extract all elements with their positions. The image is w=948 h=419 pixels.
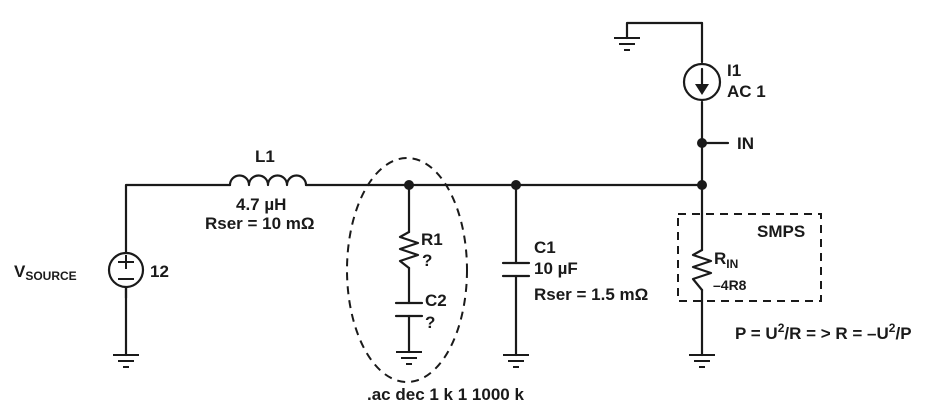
smps-box <box>677 213 822 302</box>
i1-value: AC 1 <box>727 82 766 101</box>
ground-symbol <box>689 354 715 368</box>
rin-label: RIN <box>714 249 738 271</box>
c1-value: 10 µF <box>534 259 578 278</box>
junction-dot <box>511 180 521 190</box>
ground-symbol <box>614 37 640 51</box>
inductor-value: 4.7 µH <box>236 195 286 214</box>
ground-symbol <box>503 354 529 368</box>
resistor-r1 <box>398 230 420 270</box>
capacitor-c2 <box>394 301 424 318</box>
i1-name: I1 <box>727 61 741 80</box>
smps-title: SMPS <box>757 222 805 241</box>
junction-dot <box>404 180 414 190</box>
current-source <box>682 62 722 102</box>
ground-symbol <box>113 354 139 368</box>
ground-symbol <box>396 351 422 365</box>
c1-name: C1 <box>534 238 556 257</box>
source-label: VSOURCE <box>14 262 77 283</box>
voltage-source <box>107 251 145 289</box>
ac-directive: .ac dec 1 k 1 1000 k <box>367 385 524 404</box>
r1-value: ? <box>422 251 432 270</box>
power-equation: P = U2/R = > R = –U2/P <box>735 321 912 343</box>
rin-value: –4R8 <box>713 277 747 293</box>
damping-network-outline <box>346 157 468 383</box>
inductor-l1 <box>228 174 308 187</box>
r1-name: R1 <box>421 230 443 249</box>
net-label-in: IN <box>737 134 754 153</box>
inductor-name: L1 <box>255 147 275 166</box>
c2-value: ? <box>425 313 435 332</box>
capacitor-c1 <box>501 261 531 278</box>
inductor-rser: Rser = 10 mΩ <box>205 214 315 233</box>
resistor-rin <box>691 248 713 292</box>
c2-name: C2 <box>425 291 447 310</box>
wires <box>124 21 730 357</box>
junction-dot <box>697 180 707 190</box>
c1-rser: Rser = 1.5 mΩ <box>534 285 648 304</box>
junction-dot <box>697 138 707 148</box>
source-value: 12 <box>150 262 169 281</box>
